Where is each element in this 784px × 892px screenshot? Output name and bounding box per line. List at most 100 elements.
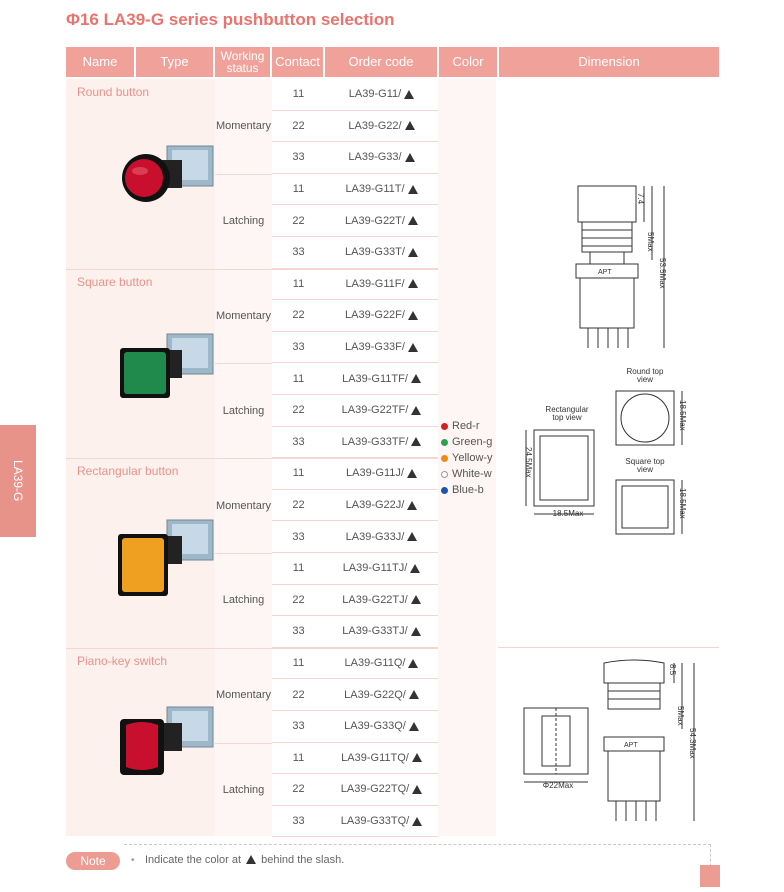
triangle-icon xyxy=(411,437,422,447)
triangle-icon xyxy=(407,500,418,510)
triangle-icon xyxy=(406,468,417,478)
group-name: Rectangular button xyxy=(77,464,179,479)
square-top-dim: 18.5Max xyxy=(678,488,687,519)
group-separator xyxy=(66,458,438,460)
order-code-cell: LA39-G22TF/ xyxy=(325,395,438,427)
color-dot-icon xyxy=(441,486,448,494)
order-code-cell: LA39-G22J/ xyxy=(325,490,438,522)
piano-side-d2: 5Max xyxy=(676,706,685,726)
corner-block xyxy=(700,865,720,887)
order-code-cell: LA39-G11/ xyxy=(325,79,438,111)
contact-cell: 11 xyxy=(272,648,325,680)
triangle-icon xyxy=(407,342,418,352)
working-status-latching: Latching xyxy=(222,404,265,417)
order-code-cell: LA39-G22TJ/ xyxy=(325,585,438,617)
status-separator xyxy=(215,173,272,175)
group-separator xyxy=(66,647,438,649)
triangle-icon xyxy=(407,184,418,194)
working-status-momentary: Momentary xyxy=(215,120,272,133)
order-code-cell: LA39-G11TJ/ xyxy=(325,553,438,585)
contact-cell: 33 xyxy=(272,616,325,648)
page-title: Φ16 LA39-G series pushbutton selection xyxy=(66,10,395,29)
header-dimension: Dimension xyxy=(499,47,719,77)
rect-top-w: 18.5Max xyxy=(552,509,584,518)
contact-cell: 33 xyxy=(272,332,325,364)
working-status-latching: Latching xyxy=(222,783,265,796)
color-option: White-w xyxy=(441,466,493,482)
triangle-icon xyxy=(412,816,423,826)
triangle-icon xyxy=(411,753,422,763)
piano-side-d3: 54.3Max xyxy=(688,728,697,759)
triangle-icon xyxy=(407,247,418,257)
round-side-brand: APT xyxy=(598,269,612,276)
order-code-cell: LA39-G33TJ/ xyxy=(325,616,438,648)
group-name: Piano-key switch xyxy=(77,653,168,668)
contact-cell: 11 xyxy=(272,743,325,775)
dimension-separator xyxy=(498,647,719,648)
working-status-panel xyxy=(215,79,272,836)
color-option: Green-g xyxy=(441,434,493,450)
triangle-icon xyxy=(410,626,421,636)
side-tab-label: LA39-G xyxy=(11,460,25,502)
contact-cell: 22 xyxy=(272,679,325,711)
note-badge: Note xyxy=(66,852,120,870)
contact-cell: 22 xyxy=(272,111,325,143)
order-code-cell: LA39-G33TF/ xyxy=(325,427,438,459)
triangle-icon xyxy=(407,532,418,542)
contact-cell: 11 xyxy=(272,79,325,111)
order-code-cell: LA39-G33J/ xyxy=(325,521,438,553)
triangle-icon xyxy=(408,690,419,700)
triangle-icon xyxy=(410,374,421,384)
rect-top-h: 24.5Max xyxy=(524,447,533,478)
contact-cell: 11 xyxy=(272,553,325,585)
triangle-icon xyxy=(410,563,421,573)
header-type: Type xyxy=(136,47,215,77)
header-color: Color xyxy=(439,47,499,77)
order-code-cell: LA39-G11Q/ xyxy=(325,648,438,680)
piano-key-image xyxy=(120,706,214,775)
status-separator xyxy=(215,553,272,554)
side-tab: LA39-G xyxy=(0,425,36,537)
order-code-cell: LA39-G33Q/ xyxy=(325,711,438,743)
contact-cell: 22 xyxy=(272,300,325,332)
order-code-cell: LA39-G22F/ xyxy=(325,300,438,332)
status-separator xyxy=(215,742,272,744)
order-code-cell: LA39-G33/ xyxy=(325,142,438,174)
color-dot-icon xyxy=(441,470,448,478)
contact-cell: 33 xyxy=(272,237,325,269)
contact-cell: 33 xyxy=(272,521,325,553)
contact-cell: 33 xyxy=(272,142,325,174)
contact-cell: 33 xyxy=(272,711,325,743)
color-option: Yellow-y xyxy=(441,450,493,466)
triangle-icon xyxy=(404,152,415,162)
color-dot-icon xyxy=(441,422,448,430)
note-bullet: • xyxy=(131,855,135,866)
working-status-momentary: Momentary xyxy=(215,689,272,702)
round-top-dim: 18.5Max xyxy=(678,400,687,431)
round-side-d3: 53.5Max xyxy=(658,258,667,289)
round-side-d1: 7.4 xyxy=(636,193,645,205)
contact-cell: 11 xyxy=(272,174,325,206)
contact-cell: 22 xyxy=(272,395,325,427)
group-name: Square button xyxy=(77,274,153,289)
order-code-cell: LA39-G11F/ xyxy=(325,269,438,301)
square-top-drawing xyxy=(615,479,683,535)
working-status-latching: Latching xyxy=(222,594,265,607)
piano-side-d1: 8.5 xyxy=(668,664,677,676)
triangle-icon xyxy=(407,216,418,226)
triangle-icon xyxy=(408,658,419,668)
triangle-icon xyxy=(412,784,423,794)
working-status-momentary: Momentary xyxy=(215,309,272,322)
contact-cell: 22 xyxy=(272,490,325,522)
piano-top-drawing xyxy=(523,707,589,783)
round-top-drawing xyxy=(615,390,683,446)
header-contact: Contact xyxy=(272,47,325,77)
contact-cell: 22 xyxy=(272,585,325,617)
order-code-cell: LA39-G33T/ xyxy=(325,237,438,269)
triangle-icon xyxy=(408,721,419,731)
color-option: Red-r xyxy=(441,418,493,434)
piano-side-drawing: APT xyxy=(603,659,695,821)
order-code-cell: LA39-G11J/ xyxy=(325,458,438,490)
working-status-latching: Latching xyxy=(222,215,265,228)
